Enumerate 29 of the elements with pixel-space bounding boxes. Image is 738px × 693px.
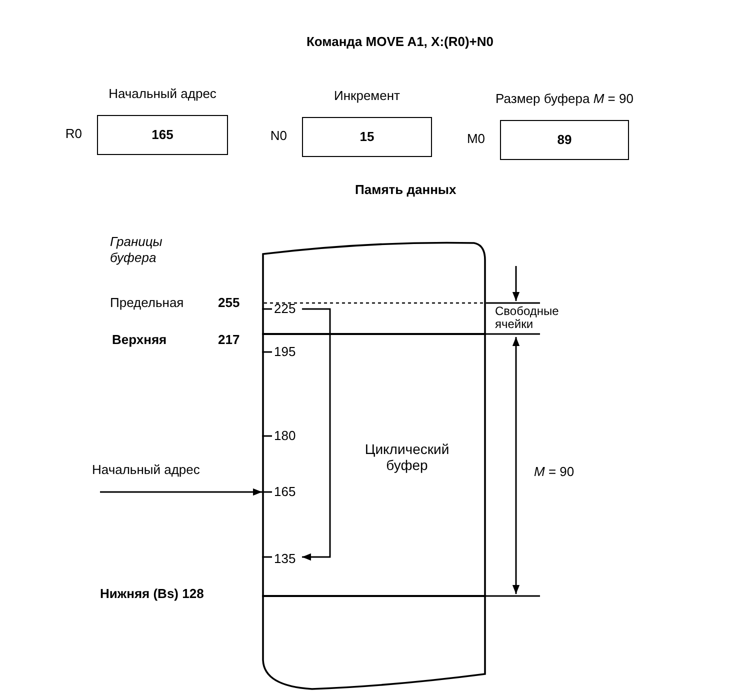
address-value: 165	[274, 484, 296, 500]
register-name: R0	[65, 126, 82, 142]
register-value: 15	[358, 129, 376, 145]
diagram-title: Команда MOVE A1, X:(R0)+N0	[305, 34, 495, 50]
text-label: Верхняя	[112, 332, 167, 348]
text-label: Границы буфера	[110, 234, 164, 266]
address-value: 195	[274, 344, 296, 360]
register-heading: Размер буфера M = 90	[494, 91, 634, 107]
arrow	[100, 488, 262, 496]
buffer-label: Циклический буфер	[364, 441, 450, 473]
text-label: 255	[218, 295, 240, 311]
register-name: M0	[466, 131, 485, 147]
pointer-label: Начальный адрес	[92, 462, 242, 492]
register-value: 165	[150, 127, 174, 143]
text-label: Память данных	[355, 182, 456, 198]
register-value: 89	[556, 132, 573, 148]
memory-cylinder	[262, 240, 486, 690]
text-label: 217	[218, 332, 240, 348]
text-label: Предельная	[110, 295, 184, 311]
buffer-region	[262, 333, 486, 597]
register-heading: Инкремент	[333, 88, 401, 104]
register-heading: Начальный адрес	[108, 86, 218, 102]
text-label: Нижняя (Bs) 128	[100, 586, 204, 602]
arrow	[302, 308, 331, 561]
text-label: Свободные ячейки	[495, 305, 560, 331]
address-value: 180	[274, 428, 296, 444]
address-value: 135	[274, 551, 300, 567]
address-value: 225	[274, 301, 300, 317]
register-name: N0	[270, 128, 287, 144]
